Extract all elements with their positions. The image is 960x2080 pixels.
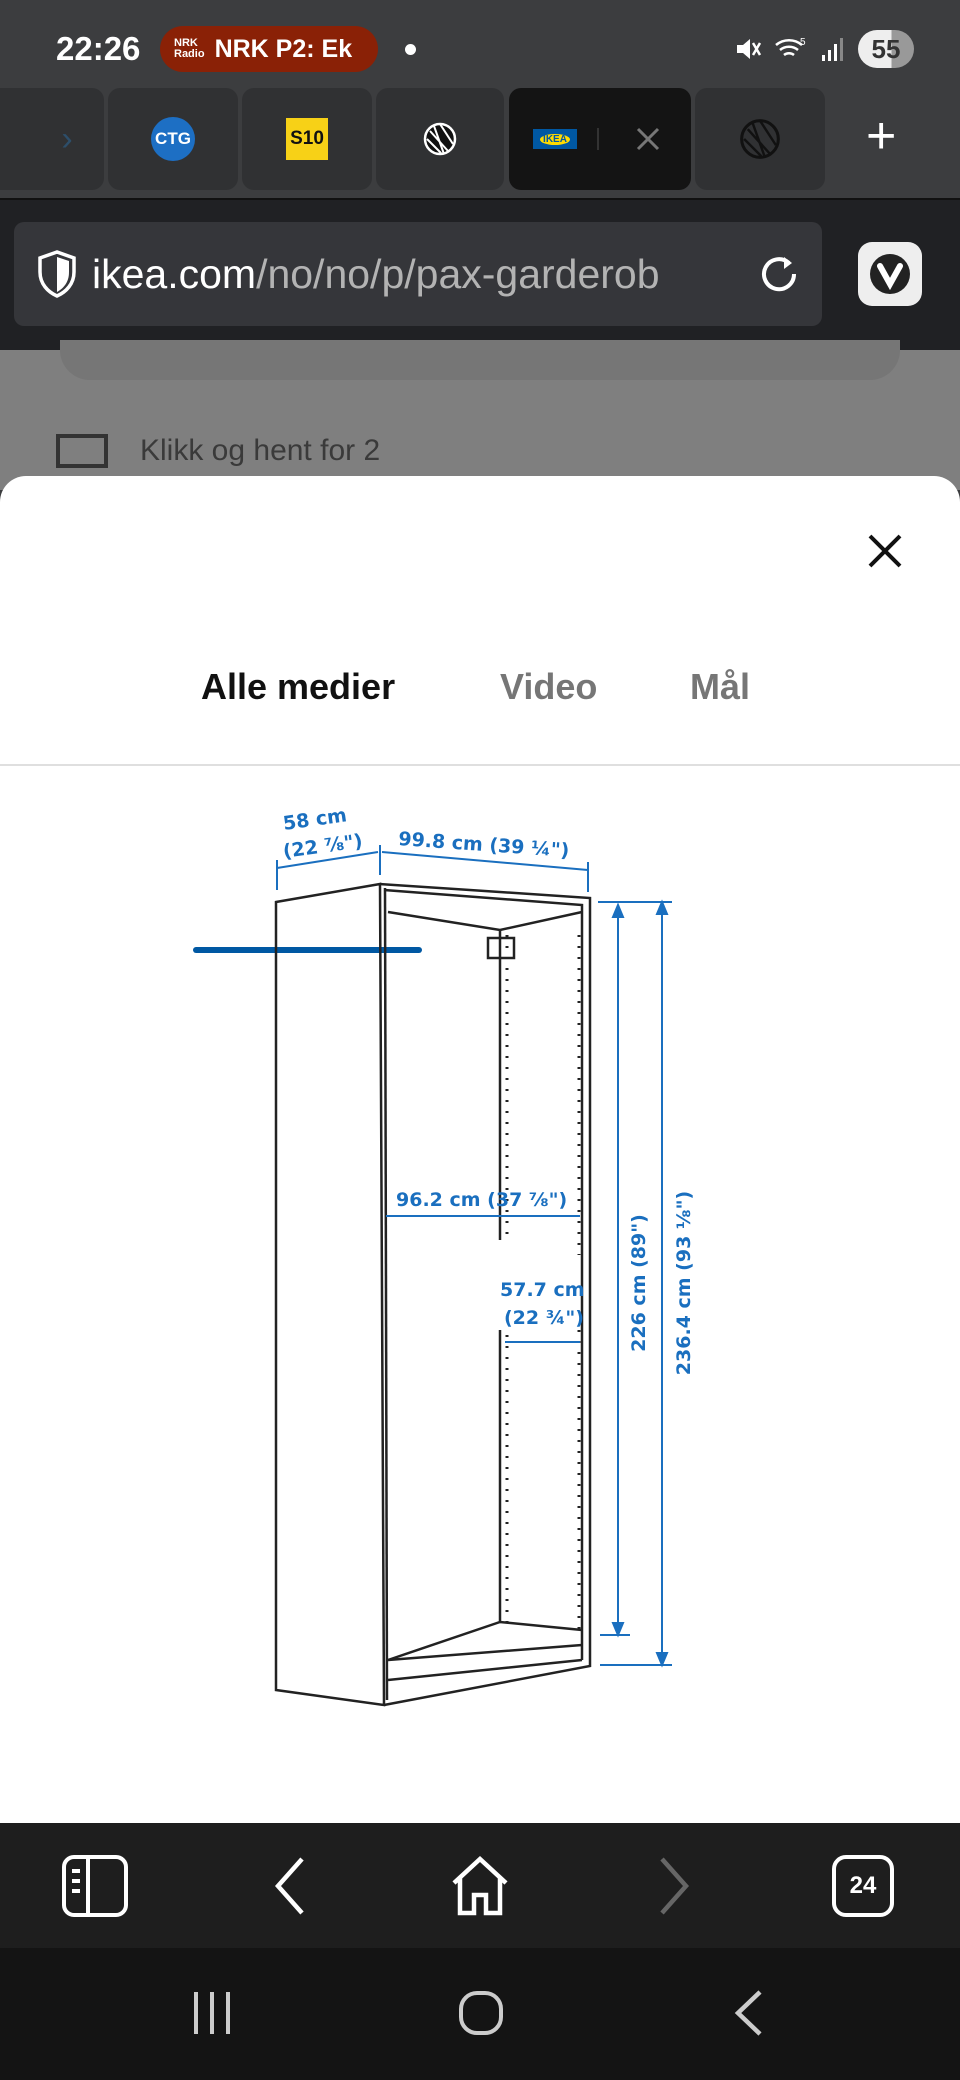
dimension-lines	[276, 845, 672, 1668]
battery-indicator: 55	[858, 30, 914, 68]
inner-height-label: 226 cm (89")	[628, 1214, 650, 1352]
browser-tab-globe-2[interactable]	[695, 88, 825, 190]
tab-divider	[597, 128, 599, 150]
browser-tab-ikea-active[interactable]: IKEA	[509, 88, 691, 190]
active-tab-indicator	[193, 947, 422, 953]
vivaldi-logo-icon	[870, 254, 910, 294]
backdrop-text: Klikk og hent for 2	[140, 434, 381, 467]
shelf-pin-holes	[505, 935, 581, 1630]
height-label: 236.4 cm (93 ⅛")	[673, 1191, 695, 1375]
backdrop-card	[60, 340, 900, 380]
globe-lines-favicon	[740, 119, 780, 159]
wifi-icon: 5	[775, 37, 806, 57]
system-icons: 5 55	[734, 30, 914, 68]
backdrop-checkbox	[56, 434, 108, 468]
width-label: 99.8 cm (39 ¼")	[398, 828, 570, 862]
page-backdrop: Klikk og hent for 2	[0, 340, 960, 490]
browser-bottom-toolbar: 24	[0, 1823, 960, 1948]
browser-tab-strip: › CTG S10 IKEA	[0, 88, 960, 190]
forward-icon[interactable]	[654, 1853, 694, 1919]
panel-icon[interactable]	[60, 1853, 130, 1919]
tab-mal[interactable]: Mål	[690, 666, 751, 707]
mute-icon	[737, 39, 762, 59]
vivaldi-menu-button[interactable]	[858, 242, 922, 306]
new-tab-button[interactable]: +	[866, 107, 897, 165]
depth-label: 58 cm	[282, 804, 349, 835]
browser-tab-partial[interactable]: ›	[0, 88, 104, 190]
media-title: NRK P2: Ek	[214, 34, 353, 63]
media-tabs: Alle medier Video Mål	[0, 666, 960, 953]
close-icon[interactable]	[862, 528, 908, 574]
media-modal: Alle medier Video Mål 58 cm (22 ⅞")	[0, 476, 960, 1823]
inner-width-label: 96.2 cm (37 ⅞")	[396, 1189, 567, 1211]
clock: 22:26	[56, 30, 141, 67]
address-bar[interactable]: ikea.com/no/no/p/pax-garderob	[14, 222, 822, 326]
back-nav-icon[interactable]	[732, 1988, 766, 2038]
browser-tab-s10[interactable]: S10	[242, 88, 372, 190]
globe-lines-favicon	[423, 122, 457, 156]
tab-alle-medier[interactable]: Alle medier	[201, 666, 396, 707]
recent-apps-icon[interactable]	[190, 1990, 234, 2036]
back-icon[interactable]	[270, 1853, 310, 1919]
ctg-favicon: CTG	[151, 117, 195, 161]
notification-dot	[405, 44, 416, 55]
signal-icon	[822, 38, 843, 61]
reload-icon[interactable]	[756, 251, 802, 297]
browser-tab-ctg[interactable]: CTG	[108, 88, 238, 190]
url-text[interactable]: ikea.com/no/no/p/pax-garderob	[92, 250, 660, 297]
s10-favicon: S10	[286, 118, 328, 160]
product-dimension-diagram: 58 cm (22 ⅞") 99.8 cm (39 ¼") 96.2 cm (3…	[274, 804, 695, 1707]
tab-video[interactable]: Video	[500, 666, 598, 707]
browser-tab-globe[interactable]	[376, 88, 504, 190]
tab-switcher-button[interactable]: 24	[832, 1855, 894, 1917]
shield-icon[interactable]	[36, 249, 78, 299]
home-nav-icon[interactable]	[458, 1990, 504, 2036]
inner-depth-inch-label: (22 ¾")	[504, 1307, 584, 1329]
home-icon[interactable]	[448, 1853, 512, 1919]
ikea-favicon: IKEA	[533, 129, 577, 149]
system-navigation-bar	[0, 1948, 960, 2080]
depth-inch-label: (22 ⅞")	[282, 830, 364, 863]
inner-depth-label: 57.7 cm	[500, 1279, 585, 1301]
wardrobe-drawing	[274, 882, 592, 1707]
chevron-right-icon: ›	[61, 119, 73, 158]
address-bar-container: ikea.com/no/no/p/pax-garderob	[0, 198, 960, 350]
svg-text:5: 5	[800, 37, 806, 48]
close-tab-icon[interactable]	[635, 126, 661, 152]
